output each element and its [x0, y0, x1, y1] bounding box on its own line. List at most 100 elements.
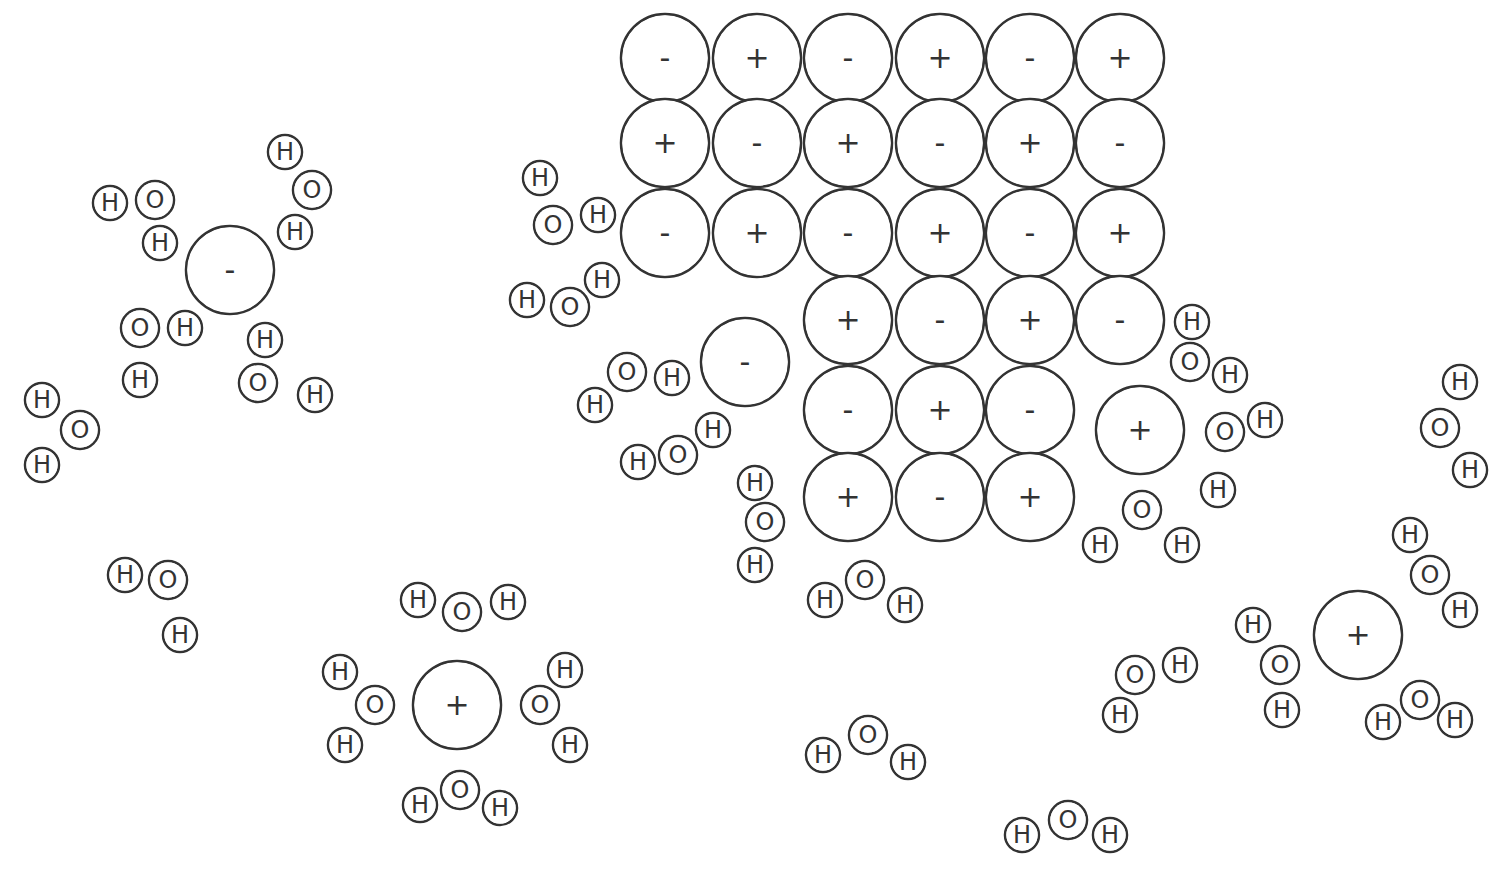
atom-symbol: O	[146, 188, 165, 212]
atom-fill	[150, 562, 185, 597]
atom-fill	[805, 100, 890, 185]
atom-symbol: O	[856, 568, 875, 592]
atom-outline	[61, 411, 99, 449]
atom-fill	[739, 549, 770, 580]
atom-fill	[809, 584, 840, 615]
atom-symbol: H	[556, 658, 574, 682]
atom-outline	[1453, 453, 1487, 487]
atom-outline	[521, 686, 559, 724]
atom-outline	[896, 189, 984, 277]
ion-circle: +	[894, 12, 986, 104]
atom-outline	[1201, 473, 1235, 507]
ion-charge: +	[1017, 482, 1042, 512]
atom-symbol: H	[171, 623, 189, 647]
atom-symbol: O	[366, 693, 385, 717]
atom-outline	[93, 186, 127, 220]
ion-circle: -	[619, 187, 711, 279]
atom-fill	[1262, 647, 1297, 682]
atom-outline	[738, 466, 772, 500]
atom-fill	[169, 312, 200, 343]
atom-fill	[1077, 190, 1162, 275]
atom-outline	[168, 311, 202, 345]
atom-outline	[849, 716, 887, 754]
atom-symbol: H	[1374, 710, 1392, 734]
atom-fill	[299, 379, 330, 410]
atom-fill	[269, 136, 300, 167]
atom-symbol: H	[593, 268, 611, 292]
atom-symbol: H	[531, 166, 549, 190]
ion-circle: +	[1094, 384, 1186, 476]
atom-outline	[1438, 703, 1472, 737]
atom-fill	[442, 772, 477, 807]
ion-charge: +	[835, 128, 860, 158]
atom-symbol: H	[151, 231, 169, 255]
atom-outline	[804, 14, 892, 102]
ion-circle: +	[802, 274, 894, 366]
atom-outline	[1236, 608, 1270, 642]
atom-fill	[897, 454, 982, 539]
atom-fill	[850, 717, 885, 752]
atom-outline	[25, 448, 59, 482]
atom-outline	[581, 198, 615, 232]
atom-outline	[403, 788, 437, 822]
atom-symbol: H	[561, 733, 579, 757]
atom-fill	[897, 367, 982, 452]
atom-fill	[897, 100, 982, 185]
atom-outline	[1366, 705, 1400, 739]
atom-fill	[1117, 657, 1152, 692]
atom-fill	[1202, 474, 1233, 505]
atom-outline	[608, 353, 646, 391]
atom-fill	[444, 594, 479, 629]
ion-circle: +	[711, 12, 803, 104]
ion-charge: +	[835, 482, 860, 512]
atom-symbol: H	[1013, 823, 1031, 847]
atom-fill	[987, 277, 1072, 362]
atom-fill	[164, 619, 195, 650]
atom-fill	[987, 15, 1072, 100]
ion-charge: +	[927, 218, 952, 248]
atom-symbol: H	[629, 450, 647, 474]
water-molecule: HOH	[1390, 515, 1480, 630]
atom-symbol: O	[531, 693, 550, 717]
atom-outline	[136, 181, 174, 219]
atom-fill	[137, 182, 172, 217]
atom-symbol: H	[586, 393, 604, 417]
atom-fill	[987, 190, 1072, 275]
ion-charge: +	[652, 128, 677, 158]
atom-outline	[483, 791, 517, 825]
atom-symbol: H	[704, 418, 722, 442]
atom-outline	[1206, 413, 1244, 451]
atom-outline	[1171, 343, 1209, 381]
ion-circle: -	[1074, 274, 1166, 366]
atom-fill	[805, 277, 890, 362]
atom-symbol: H	[499, 590, 517, 614]
atom-outline	[401, 583, 435, 617]
atom-outline	[713, 189, 801, 277]
atom-fill	[1166, 529, 1197, 560]
ion-charge: -	[660, 43, 671, 73]
atom-outline	[1049, 801, 1087, 839]
atom-fill	[582, 199, 613, 230]
ion-charge: -	[843, 218, 854, 248]
atom-fill	[1077, 15, 1162, 100]
atom-fill	[329, 729, 360, 760]
atom-outline	[1076, 14, 1164, 102]
water-molecule: HOH	[236, 320, 335, 415]
atom-symbol: H	[276, 140, 294, 164]
atom-outline	[804, 366, 892, 454]
atom-symbol: O	[71, 418, 90, 442]
ion-charge: -	[660, 218, 671, 248]
water-molecule: HOH	[618, 410, 733, 482]
atom-fill	[892, 746, 923, 777]
atom-fill	[1439, 704, 1470, 735]
atom-symbol: H	[589, 203, 607, 227]
molecule-outline	[1233, 605, 1302, 730]
atom-fill	[1444, 594, 1475, 625]
atom-outline	[738, 548, 772, 582]
atom-symbol: H	[306, 383, 324, 407]
atom-outline	[121, 309, 159, 347]
atom-symbol: H	[518, 288, 536, 312]
water-molecule: HOH	[400, 768, 520, 828]
atom-symbol: H	[1446, 708, 1464, 732]
